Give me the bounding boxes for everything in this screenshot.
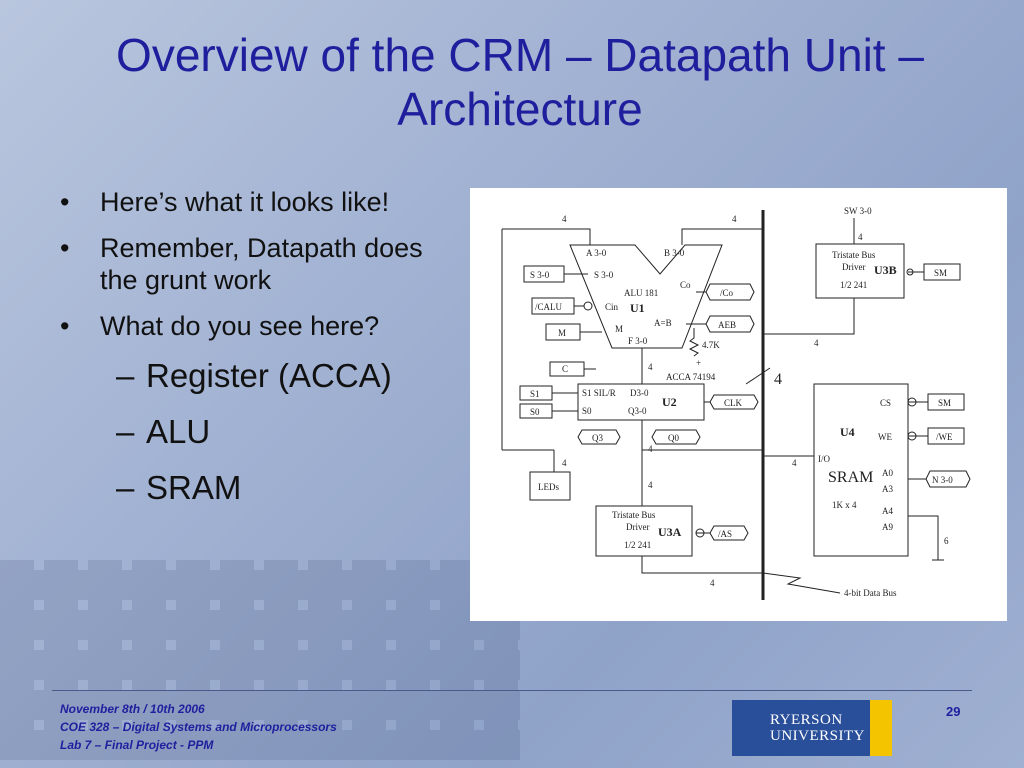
tristate-bottom-unit: U3A: [658, 525, 682, 539]
tristate-top-part: 1/2 241: [840, 280, 867, 290]
sub-bullet-text: Register (ACCA): [146, 357, 392, 394]
input-clk-label: CLK: [724, 398, 743, 408]
input-s1-label: S1: [530, 389, 540, 399]
bus-label: 4-bit Data Bus: [844, 588, 897, 598]
bullet-text: Remember, Datapath does the grunt work: [100, 233, 423, 295]
acca-s1-label: S1 SIL/R: [582, 388, 616, 398]
input-s-label: S 3-0: [530, 270, 550, 280]
sram-a4-label: A4: [882, 506, 893, 516]
sub-bullet-text: ALU: [146, 413, 211, 450]
sub-bullet: –ALU: [116, 413, 211, 450]
acca-q-label: Q3-0: [628, 406, 647, 416]
width-label: 4: [814, 338, 819, 348]
acca-s0-label: S0: [582, 406, 592, 416]
sram-we-label: WE: [878, 432, 892, 442]
bullet-item: •Remember, Datapath does the grunt work: [60, 233, 423, 295]
tristate-bottom-part: 1/2 241: [624, 540, 651, 550]
input-sm-top-label: SM: [934, 268, 947, 278]
width-label: 4: [648, 362, 653, 372]
datapath-diagram: A 3-0 B 3-0 S 3-0 ALU 181 U1 Cin M A=B F…: [470, 188, 1007, 621]
input-s0-label: S0: [530, 407, 540, 417]
input-c-label: C: [562, 364, 568, 374]
bus-width-label: 4: [774, 371, 782, 388]
alu-co-label: Co: [680, 280, 691, 290]
sub-bullet-text: SRAM: [146, 469, 242, 506]
width-label: 4: [710, 578, 715, 588]
logo-text: RYERSON UNIVERSITY: [770, 712, 865, 744]
bullet-text: Here’s what it looks like!: [100, 187, 390, 217]
sram-a3-label: A3: [882, 484, 893, 494]
tristate-bottom-driver: Driver: [626, 522, 650, 532]
acca-d-label: D3-0: [630, 388, 649, 398]
input-as-label: /AS: [718, 529, 732, 539]
footer-divider: [52, 690, 972, 691]
logo-line-2: UNIVERSITY: [770, 728, 865, 744]
alu-b-label: B 3-0: [664, 248, 685, 258]
width-label: 4: [858, 232, 863, 242]
width-label: 4: [648, 480, 653, 490]
input-n-label: N 3-0: [932, 475, 953, 485]
tristate-top-title: Tristate Bus: [832, 250, 876, 260]
tristate-top-unit: U3B: [874, 263, 897, 277]
sram-unit-label: U4: [840, 425, 855, 439]
alu-s-label: S 3-0: [594, 270, 614, 280]
page-number: 29: [946, 704, 961, 719]
alu-a-label: A 3-0: [586, 248, 607, 258]
bullet-item: •What do you see here?: [60, 311, 380, 341]
datapath-schematic: A 3-0 B 3-0 S 3-0 ALU 181 U1 Cin M A=B F…: [501, 206, 971, 600]
alu-cin-label: Cin: [605, 302, 619, 312]
logo-line-1: RYERSON: [770, 712, 843, 728]
output-q0-label: Q0: [668, 433, 679, 443]
alu-name-label: ALU 181: [624, 288, 658, 298]
footer-date: November 8th / 10th 2006: [60, 702, 205, 716]
input-m-label: M: [558, 328, 566, 338]
background-keyboard: [0, 560, 520, 760]
plus-label: +: [696, 358, 701, 368]
width-label-six: 6: [944, 536, 949, 546]
sub-bullet: –SRAM: [116, 469, 242, 506]
width-label: 4: [562, 458, 567, 468]
output-co-label: /Co: [720, 288, 734, 298]
switch-label: SW 3-0: [844, 206, 872, 216]
university-logo: RYERSON UNIVERSITY: [732, 700, 892, 756]
width-label: 4: [562, 214, 567, 224]
bullet-text: What do you see here?: [100, 311, 380, 341]
tristate-bottom-title: Tristate Bus: [612, 510, 656, 520]
bullet-list: •Here’s what it looks like! •Remember, D…: [60, 186, 460, 524]
logo-gold-bar: [870, 700, 892, 756]
resistor-label: 4.7K: [702, 340, 720, 350]
input-we-label: /WE: [936, 432, 953, 442]
alu-m-label: M: [615, 324, 623, 334]
sram-size-label: 1K x 4: [832, 500, 857, 510]
width-label: 4: [732, 214, 737, 224]
width-label: 4: [648, 444, 653, 454]
input-sm-label: SM: [938, 398, 951, 408]
alu-aeb-label: A=B: [654, 318, 672, 328]
output-aeb-label: AEB: [718, 320, 736, 330]
bullet-item: •Here’s what it looks like!: [60, 187, 390, 217]
footer-course: COE 328 – Digital Systems and Microproce…: [60, 720, 337, 734]
width-label: 4: [792, 458, 797, 468]
output-q3-label: Q3: [592, 433, 603, 443]
sram-io-label: I/O: [818, 454, 830, 464]
input-calu-label: /CALU: [535, 302, 563, 312]
alu-f-label: F 3-0: [628, 336, 648, 346]
footer: November 8th / 10th 2006 COE 328 – Digit…: [60, 700, 337, 754]
slide-title: Overview of the CRM – Datapath Unit – Ar…: [116, 29, 924, 135]
acca-unit-label: U2: [662, 395, 677, 409]
sram-name-label: SRAM: [828, 469, 873, 486]
sub-bullet: –Register (ACCA): [116, 357, 392, 394]
leds-label: LEDs: [538, 482, 559, 492]
sram-a0-label: A0: [882, 468, 893, 478]
sram-cs-label: CS: [880, 398, 891, 408]
alu-unit-label: U1: [630, 301, 645, 315]
tristate-top-driver: Driver: [842, 262, 866, 272]
acca-name-label: ACCA 74194: [666, 372, 716, 382]
sram-a9-label: A9: [882, 522, 893, 532]
footer-lab: Lab 7 – Final Project - PPM: [60, 738, 214, 752]
